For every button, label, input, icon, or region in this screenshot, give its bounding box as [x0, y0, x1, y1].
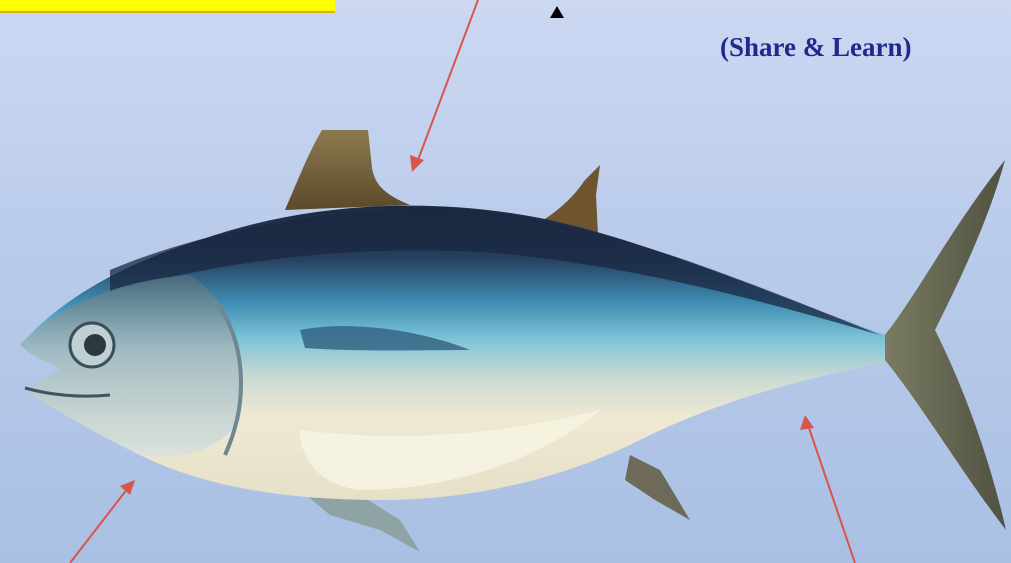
arrow-head: [70, 488, 128, 563]
arrow-head-head: [120, 480, 135, 495]
arrow-tail-region-head: [800, 415, 814, 430]
arrow-dorsal-fin: [418, 0, 478, 160]
arrow-tail-region: [808, 425, 855, 563]
tail-fin: [885, 160, 1006, 530]
arrow-dorsal-fin-head: [410, 155, 424, 172]
pupil: [84, 334, 106, 356]
first-dorsal-fin: [285, 130, 410, 210]
anal-fin: [625, 455, 690, 520]
tuna-head: [20, 275, 243, 457]
